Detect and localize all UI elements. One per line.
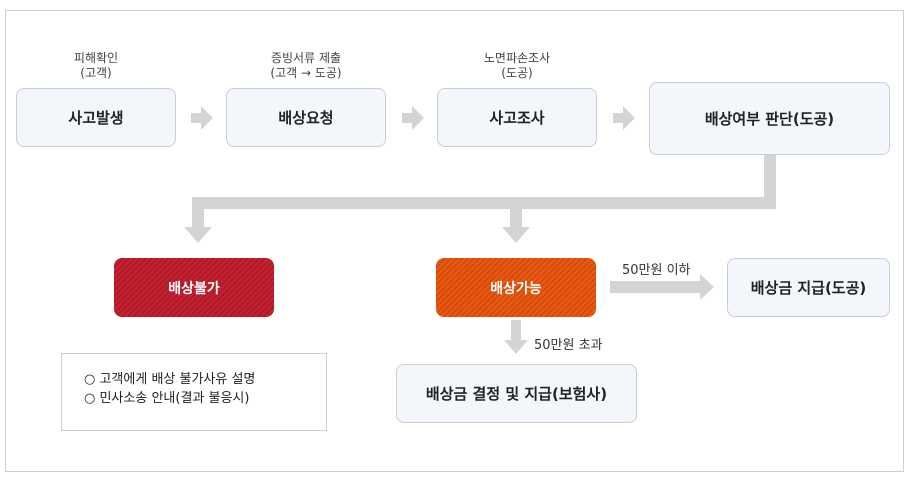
- result-box-under: 배상금 지급(도공): [727, 258, 890, 317]
- reject-box: 배상불가: [114, 258, 274, 317]
- step-box-2: 배상요청: [226, 88, 386, 147]
- arrow-right-2: [402, 106, 424, 130]
- step-box-1: 사고발생: [16, 88, 176, 147]
- step-caption-2: 증빙서류 제출(고객 → 도공): [270, 51, 342, 80]
- arrow-down-reject: [184, 227, 212, 243]
- result-box-over: 배상금 결정 및 지급(보험사): [396, 364, 637, 423]
- condition-under-label: 50만원 이하: [622, 263, 691, 278]
- connector-vertical-main: [764, 155, 776, 209]
- condition-over-label: 50만원 초과: [534, 338, 603, 353]
- step-caption-1: 피해확인(고객): [73, 51, 119, 80]
- arrow-right-under: [610, 274, 714, 300]
- reject-notes-box: ○ 고객에게 배상 불가사유 설명 ○ 민사소송 안내(결과 불응시): [61, 353, 327, 431]
- step-box-3: 사고조사: [437, 88, 597, 147]
- arrow-down-over: [504, 340, 528, 354]
- connector-horizontal-split: [192, 197, 776, 209]
- reject-note-2: ○ 민사소송 안내(결과 불응시): [84, 391, 250, 406]
- arrow-right-3: [613, 106, 635, 130]
- arrow-right-1: [191, 106, 213, 130]
- step-caption-3: 노면파손조사(도공): [483, 51, 551, 80]
- accept-box: 배상가능: [436, 258, 596, 317]
- arrow-down-accept: [502, 227, 530, 243]
- reject-note-1: ○ 고객에게 배상 불가사유 설명: [84, 372, 256, 387]
- step-box-decision: 배상여부 판단(도공): [649, 82, 890, 155]
